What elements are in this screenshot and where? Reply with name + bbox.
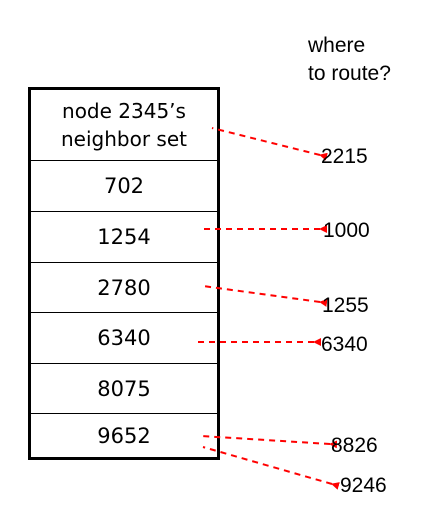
- neighbor-entry-1254: 1254: [31, 211, 217, 262]
- query-1255: 1255: [322, 294, 369, 317]
- query-2215: 2215: [321, 145, 368, 168]
- query-6340: 6340: [321, 333, 368, 356]
- arrow-9246: [202, 446, 340, 490]
- query-9246: 9246: [340, 474, 387, 497]
- query-1000: 1000: [323, 219, 370, 242]
- neighbor-set-header: node 2345’s neighbor set: [31, 90, 217, 160]
- neighbor-entry-6340: 6340: [31, 312, 217, 363]
- header-line-1: node 2345’s: [62, 99, 186, 123]
- where-to-route-question: where to route?: [308, 32, 391, 88]
- neighbor-entry-2780: 2780: [31, 262, 217, 313]
- question-line-2: to route?: [308, 62, 391, 85]
- arrow-8826: [200, 435, 338, 449]
- query-8826: 8826: [331, 434, 378, 457]
- arrow-1255: [202, 285, 328, 307]
- neighbor-entry-8075: 8075: [31, 363, 217, 414]
- neighbor-set-table: node 2345’s neighbor set 702 1254 2780 6…: [28, 87, 220, 460]
- question-line-1: where: [308, 34, 366, 57]
- neighbor-entry-702: 702: [31, 160, 217, 211]
- header-line-2: neighbor set: [61, 127, 187, 151]
- neighbor-entry-9652: 9652: [31, 413, 217, 458]
- arrow-2215: [211, 127, 328, 161]
